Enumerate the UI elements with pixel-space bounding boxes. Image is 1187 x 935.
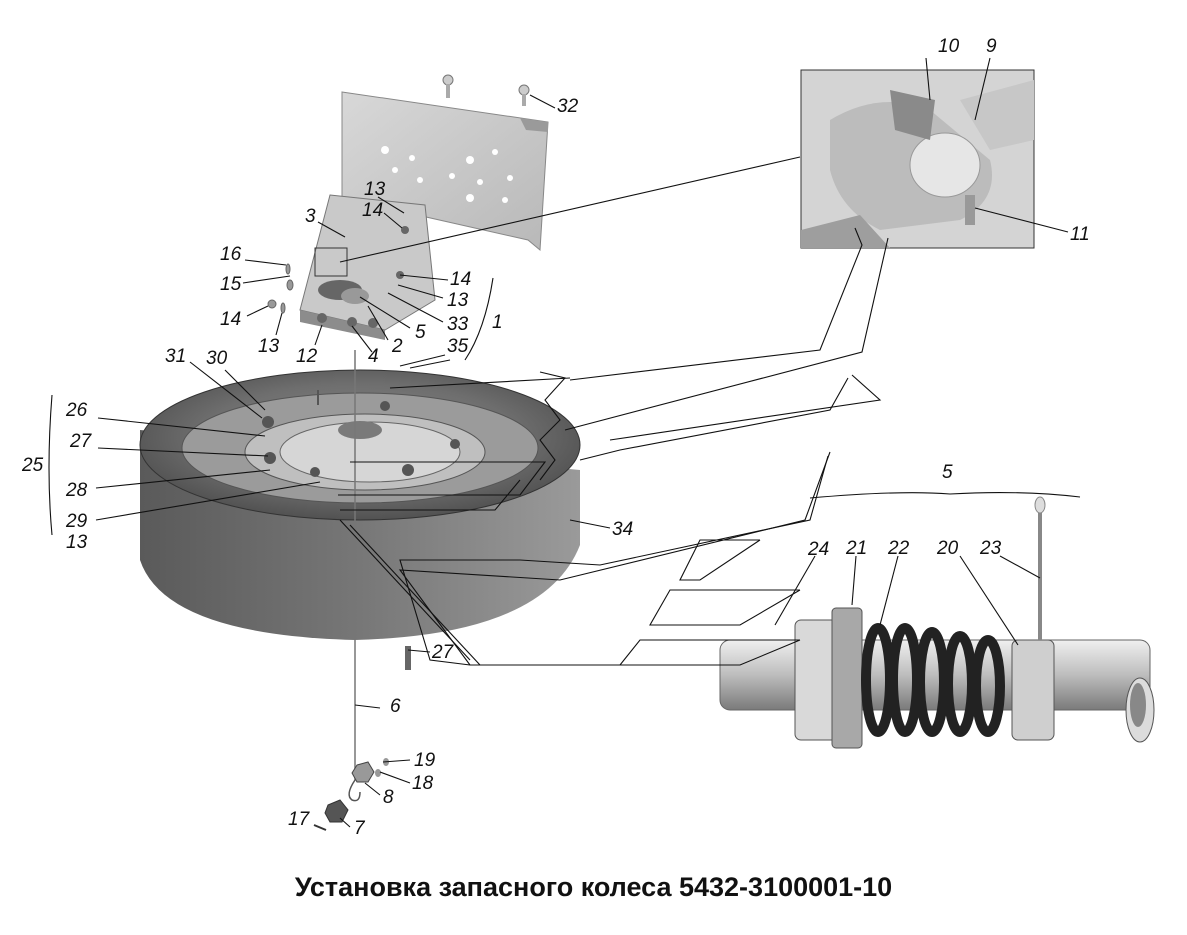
callout-21: 21 xyxy=(845,538,867,559)
bolt xyxy=(442,74,530,106)
spare-wheel xyxy=(139,369,581,640)
callout-5: 5 xyxy=(415,322,426,343)
callout-22: 22 xyxy=(887,538,910,559)
drawing-caption: Установка запасного колеса 5432-3100001-… xyxy=(294,872,893,902)
callout-27-pin: 27 xyxy=(431,642,455,663)
callout-leaders xyxy=(95,57,1069,828)
callout-1: 1 xyxy=(492,312,503,333)
callout-5-group: 5 xyxy=(942,462,953,483)
callout-35: 35 xyxy=(447,336,469,357)
inset-detail-view xyxy=(800,69,1035,249)
callout-11: 11 xyxy=(1070,224,1090,245)
callout-13-right: 13 xyxy=(447,290,469,311)
projection-lines xyxy=(338,156,889,666)
callout-13-top: 13 xyxy=(364,179,386,200)
callout-14-right: 14 xyxy=(450,269,471,290)
callout-26: 26 xyxy=(65,400,88,421)
group-brace-25 xyxy=(48,394,53,536)
callout-9: 9 xyxy=(986,36,997,57)
callout-29: 29 xyxy=(65,511,88,532)
callout-23: 23 xyxy=(979,538,1002,559)
callout-19: 19 xyxy=(414,750,436,771)
callout-10: 10 xyxy=(938,36,960,57)
callout-34: 34 xyxy=(612,519,633,540)
callout-27-wheel: 27 xyxy=(69,431,93,452)
callout-25: 25 xyxy=(21,455,44,476)
small-fasteners xyxy=(267,263,294,314)
callout-8: 8 xyxy=(383,787,394,808)
frame-bracket xyxy=(341,91,549,252)
callout-12: 12 xyxy=(296,346,318,367)
callout-6: 6 xyxy=(390,696,401,717)
callout-18: 18 xyxy=(412,773,434,794)
callout-13-wheel: 13 xyxy=(66,532,88,553)
winch-shaft-assembly xyxy=(719,496,1155,749)
callout-14-top: 14 xyxy=(362,200,383,221)
callout-32: 32 xyxy=(557,96,579,117)
callout-4: 4 xyxy=(368,346,379,367)
callout-15: 15 xyxy=(220,274,242,295)
callout-17: 17 xyxy=(288,809,311,830)
callout-31: 31 xyxy=(165,346,186,367)
callout-13-left: 13 xyxy=(258,336,280,357)
callout-16: 16 xyxy=(220,244,242,265)
callout-2: 2 xyxy=(391,336,403,357)
group-brace-5 xyxy=(809,492,1081,499)
callout-labels: 1 2 3 4 5 5 6 7 8 9 10 11 12 13 13 13 13… xyxy=(21,36,1090,839)
callout-14-left: 14 xyxy=(220,309,241,330)
callout-28: 28 xyxy=(65,480,88,501)
callout-30: 30 xyxy=(206,348,228,369)
callout-24: 24 xyxy=(807,539,829,560)
callout-33: 33 xyxy=(447,314,469,335)
group-brace-1 xyxy=(464,277,494,361)
winch-bracket xyxy=(299,194,436,340)
callout-20: 20 xyxy=(936,538,959,559)
callout-7: 7 xyxy=(354,818,366,839)
cable-hardware xyxy=(313,350,411,831)
callout-3: 3 xyxy=(305,206,316,227)
